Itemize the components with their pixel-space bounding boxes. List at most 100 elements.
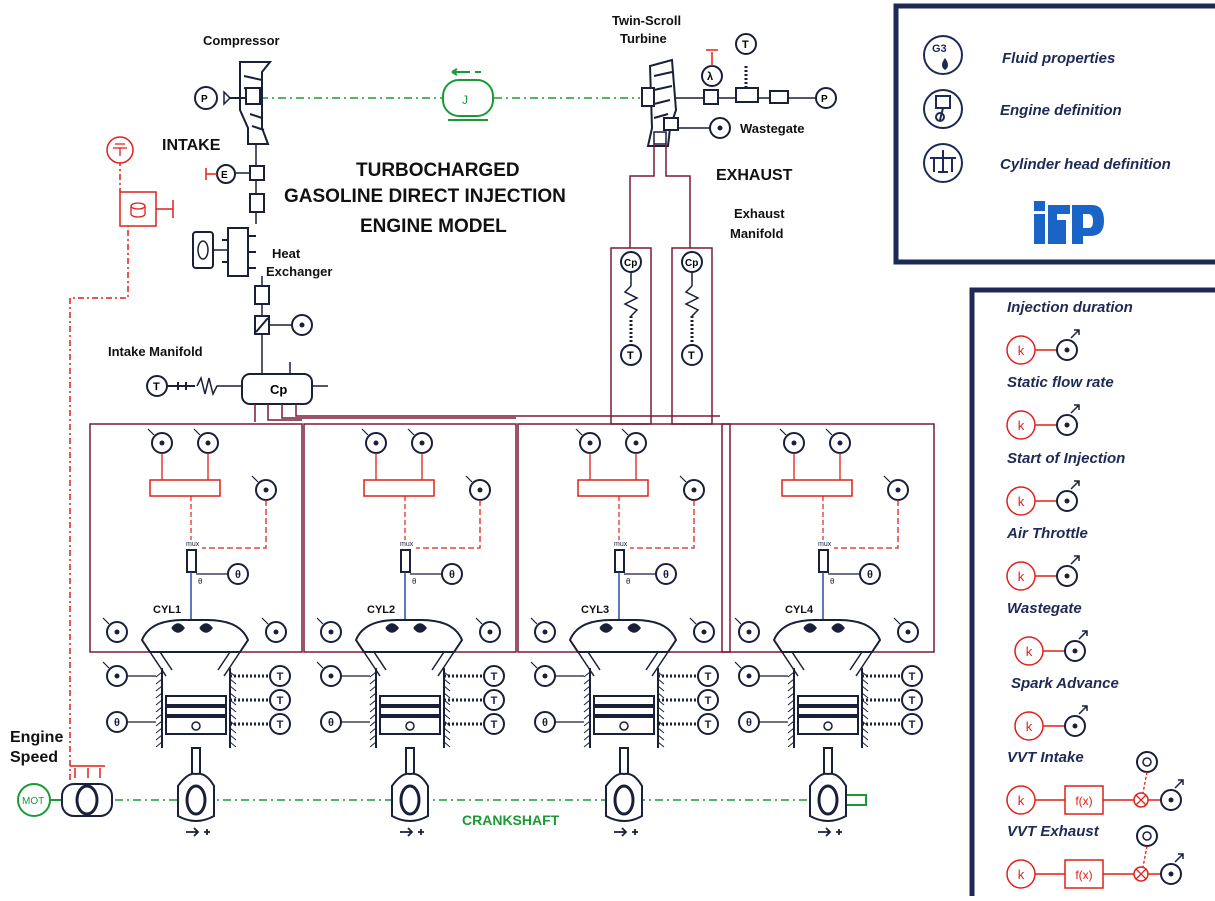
cylinder-sensor[interactable] — [734, 661, 760, 687]
shaft-inertia[interactable]: J — [442, 68, 494, 121]
injection-duration-sensor[interactable] — [147, 428, 173, 454]
injector[interactable] — [186, 549, 197, 573]
wall-temperature-sensor-1[interactable]: T — [483, 665, 505, 687]
intake-manifold[interactable]: Cp — [241, 362, 328, 405]
wall-temperature-sensor-3[interactable]: T — [483, 713, 505, 735]
injection-duration-sensor[interactable] — [575, 428, 601, 454]
injection-block[interactable] — [781, 479, 853, 497]
engine-speed-motor[interactable]: MOT — [17, 765, 113, 817]
wall-temperature-sensor-2[interactable]: T — [697, 689, 719, 711]
exhaust-valve-sensor[interactable] — [261, 617, 287, 643]
injector-angle-sensor[interactable]: θ — [655, 563, 677, 585]
lookup-table[interactable] — [106, 136, 174, 227]
legend-cylinder-head-definition[interactable]: Cylinder head definition — [1000, 156, 1171, 173]
cylinder-sensor[interactable] — [316, 661, 342, 687]
legend-fluid-properties[interactable]: Fluid properties — [1002, 50, 1115, 67]
static-flow-sensor[interactable] — [193, 428, 219, 454]
intake-valve-sensor[interactable] — [734, 617, 760, 643]
intake-valve-sensor[interactable] — [530, 617, 556, 643]
engine-definition-icon[interactable] — [923, 89, 963, 129]
start-of-injection-sensor[interactable] — [465, 475, 491, 501]
manifold-temperature-bc[interactable]: T — [146, 375, 242, 397]
heat-exchanger[interactable] — [192, 227, 256, 277]
exhaust-outlet[interactable]: T P — [718, 33, 837, 109]
fluid-properties-icon[interactable]: G3 — [923, 35, 963, 75]
injector[interactable] — [818, 549, 829, 573]
connecting-rod — [823, 747, 833, 775]
lambda-sensor[interactable]: λ — [701, 49, 723, 105]
intake-valve-sensor[interactable] — [316, 617, 342, 643]
cylinder-sensor[interactable] — [530, 661, 556, 687]
cylinder-head-definition-icon[interactable] — [923, 143, 963, 183]
intake-pipe-element-1[interactable] — [249, 193, 265, 213]
legend-control-label[interactable]: Wastegate — [1007, 600, 1082, 617]
intake-valve-sensor[interactable] — [102, 617, 128, 643]
cylinder-head[interactable] — [772, 619, 882, 653]
exhaust-manifold-2[interactable]: Cp T — [671, 247, 713, 425]
injector-angle-sensor[interactable]: θ — [227, 563, 249, 585]
wall-temperature-sensor-3[interactable]: T — [697, 713, 719, 735]
wall-temperature-sensor-3[interactable]: T — [901, 713, 923, 735]
injection-block[interactable] — [577, 479, 649, 497]
injector[interactable] — [400, 549, 411, 573]
injector-angle-sensor[interactable]: θ — [859, 563, 881, 585]
start-of-injection-sensor[interactable] — [883, 475, 909, 501]
twin-scroll-turbine[interactable] — [641, 58, 704, 147]
legend-control-label[interactable]: Static flow rate — [1007, 374, 1114, 391]
cylinder-head[interactable] — [354, 619, 464, 653]
legend-control-label[interactable]: Air Throttle — [1006, 525, 1088, 542]
wall-temperature-sensor-2[interactable]: T — [483, 689, 505, 711]
legend-engine-definition[interactable]: Engine definition — [1000, 102, 1122, 119]
wall-temperature-sensor-1[interactable]: T — [697, 665, 719, 687]
injector-angle-sensor[interactable]: θ — [441, 563, 463, 585]
wastegate-valve[interactable] — [653, 117, 731, 145]
cylinder-head[interactable] — [568, 619, 678, 653]
injection-duration-sensor[interactable] — [779, 428, 805, 454]
exhaust-valve-sensor[interactable] — [893, 617, 919, 643]
crank-angle-sensor[interactable]: θ — [738, 711, 760, 733]
crank-angle-sensor[interactable]: θ — [106, 711, 128, 733]
crank-angle-sensor[interactable]: θ — [534, 711, 556, 733]
crank-angle-sensor[interactable]: θ — [320, 711, 342, 733]
injection-block[interactable] — [149, 479, 221, 497]
intake-pipe-element-2[interactable] — [254, 285, 270, 305]
static-flow-sensor[interactable] — [407, 428, 433, 454]
legend-control-label[interactable]: Injection duration — [1007, 299, 1133, 316]
injector[interactable] — [614, 549, 625, 573]
legend-control-label[interactable]: Start of Injection — [1007, 450, 1125, 467]
start-of-injection-sensor[interactable] — [679, 475, 705, 501]
start-of-injection-sensor[interactable] — [251, 475, 277, 501]
theta-mark: θ — [198, 577, 203, 586]
cylinder-head[interactable] — [140, 619, 250, 653]
wall-temperature-sensor-2[interactable]: T — [901, 689, 923, 711]
legend-control-label[interactable]: Spark Advance — [1011, 675, 1119, 692]
wall-temperature-sensor-1[interactable]: T — [901, 665, 923, 687]
inlet-pressure-bc[interactable]: P — [194, 86, 218, 110]
hatch — [369, 678, 377, 685]
injection-block[interactable] — [363, 479, 435, 497]
cylinder-sensor[interactable] — [102, 661, 128, 687]
compressor[interactable] — [223, 61, 273, 145]
throttle[interactable] — [254, 314, 313, 336]
intake-junction[interactable]: E — [205, 164, 265, 184]
legend-control-label[interactable]: VVT Intake — [1007, 749, 1084, 766]
injector-angle-sensor-glyph: θ — [235, 569, 241, 581]
wall-temperature-sensor-3[interactable]: T — [269, 713, 291, 735]
exhaust-valve-sensor[interactable] — [689, 617, 715, 643]
injection-duration-sensor[interactable] — [361, 428, 387, 454]
exhaust-valve-sensor[interactable] — [475, 617, 501, 643]
static-flow-sensor[interactable] — [825, 428, 851, 454]
wall-temperature-sensor-2[interactable]: T — [269, 689, 291, 711]
legend-control-label[interactable]: VVT Exhaust — [1007, 823, 1100, 840]
wall-temperature-sensor-1[interactable]: T — [269, 665, 291, 687]
exhaust-manifold-1[interactable]: Cp T — [610, 247, 652, 425]
static-flow-sensor[interactable] — [621, 428, 647, 454]
